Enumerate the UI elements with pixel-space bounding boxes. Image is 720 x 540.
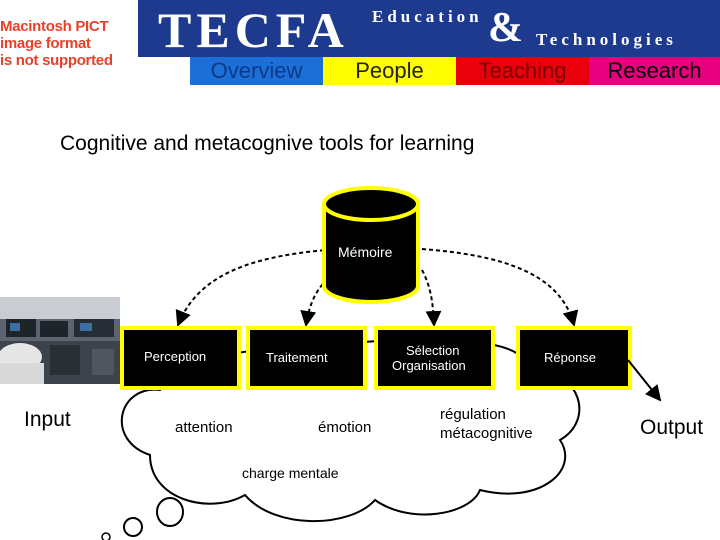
dashed-connector: [178, 249, 338, 325]
metacognitive-label: métacognitive: [440, 425, 533, 442]
emotion-label: émotion: [318, 419, 371, 436]
output-label: Output: [640, 416, 703, 440]
perception-label: Perception: [144, 349, 206, 364]
selection-label: Sélection: [406, 343, 459, 358]
dashed-connector: [422, 249, 574, 325]
memory-cylinder-top: [324, 188, 418, 220]
traitement-label: Traitement: [266, 350, 328, 365]
reponse-label: Réponse: [544, 350, 596, 365]
output-arrow: [628, 360, 660, 400]
thought-bubble: [124, 518, 142, 536]
charge-mentale-label: charge mentale: [242, 465, 339, 481]
regulation-label: régulation: [440, 406, 506, 423]
thought-bubble: [102, 533, 110, 540]
attention-label: attention: [175, 419, 233, 436]
dashed-connector: [422, 270, 434, 325]
organisation-label: Organisation: [392, 358, 466, 373]
input-label: Input: [24, 408, 71, 432]
thought-bubble: [157, 498, 183, 526]
memory-label: Mémoire: [338, 244, 392, 260]
